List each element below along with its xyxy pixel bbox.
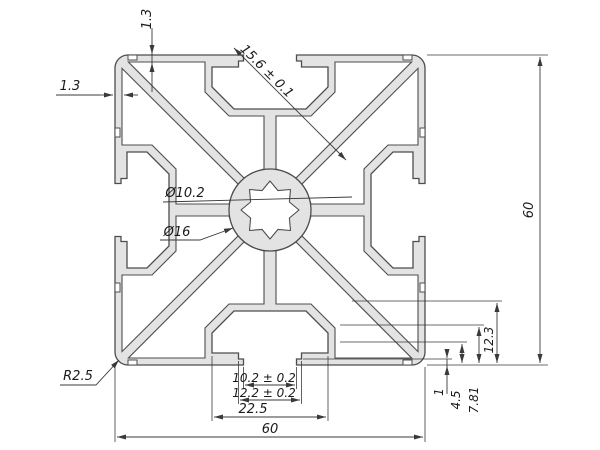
corner-notch [419, 282, 426, 293]
dim-slot-depth-label: 12.3 [482, 327, 496, 354]
extension-lines [114, 54, 548, 442]
dim-slot-opening-label: 10.2 ± 0.2 [232, 371, 296, 385]
dim-step-large-label: 7.81 [467, 387, 481, 414]
corner-notch [127, 54, 138, 61]
dim-line-slot-diagonal [233, 47, 347, 161]
corner-notch [402, 359, 413, 366]
dim-slot-cavity-width-label: 22.5 [239, 402, 268, 417]
corner-notch [114, 282, 121, 293]
dim-overall-width-label: 60 [262, 422, 279, 437]
leader-lines [60, 196, 353, 386]
dimension-lines [56, 28, 543, 440]
dim-slot-diagonal-label: 15.6 ± 0.1 [237, 42, 296, 101]
dim-overall-height-label: 60 [522, 202, 537, 219]
dim-step-small-label: 1 [432, 388, 446, 396]
corner-notches [114, 54, 426, 366]
dim-wall-thickness-top-label: 1.3 [140, 9, 155, 30]
corner-notch [419, 127, 426, 138]
dim-slot-undercut-label: 12.2 ± 0.2 [232, 386, 296, 400]
dim-center-bore-label: Ø10.2 [164, 186, 204, 201]
corner-notch [114, 127, 121, 138]
leader-corner-radius [60, 359, 120, 386]
dim-step-mid-label: 4.5 [449, 390, 463, 409]
dim-corner-radius-label: R2.5 [63, 369, 93, 384]
center-bore-flower [240, 180, 300, 240]
leader-bore-10-2 [162, 196, 353, 203]
dim-core-tube-label: Ø16 [163, 225, 191, 240]
dim-wall-thickness-left-label: 1.3 [60, 79, 81, 94]
corner-notch [402, 54, 413, 61]
leader-core-16 [160, 227, 234, 241]
corner-notch [127, 359, 138, 366]
